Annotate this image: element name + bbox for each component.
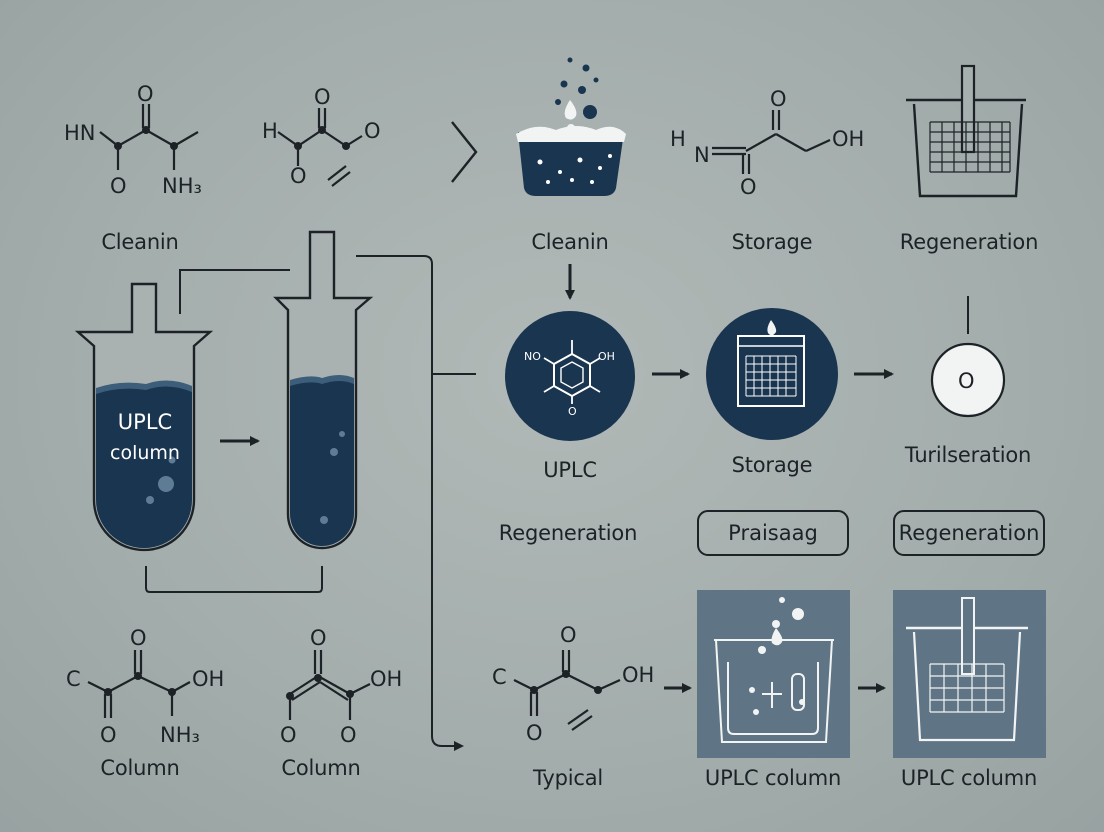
tube-label-line2: column <box>110 442 180 464</box>
m3-n: N <box>694 143 710 167</box>
m3-o-top: O <box>770 87 787 111</box>
m4-o-top: O <box>130 626 147 650</box>
m1-n: HN <box>64 121 96 145</box>
m5-o-top: O <box>310 626 327 650</box>
label-regeneration-top: Regeneration <box>899 230 1039 254</box>
molecule-5 <box>288 650 371 720</box>
label-storage-top: Storage <box>731 230 813 254</box>
molecule-1-atoms <box>114 126 178 150</box>
molecule-2-atoms <box>294 126 350 150</box>
m5-o-left: O <box>280 723 297 747</box>
m5-oh: OH <box>370 667 402 691</box>
molecule-4-atoms <box>104 672 176 696</box>
m3-h: H <box>670 127 686 151</box>
uplc-column-tube <box>74 282 214 552</box>
connector-lines <box>145 255 969 751</box>
chevron-right-icon <box>451 121 478 183</box>
uplc-column-panel-1 <box>697 590 850 758</box>
storage-grid-circle <box>706 308 838 440</box>
disc-o: O <box>958 369 975 393</box>
m2-o-top: O <box>314 85 331 109</box>
m6-o-bottom: O <box>526 721 543 745</box>
uplc-molecule-circle <box>505 311 635 441</box>
molecule-3 <box>712 110 831 174</box>
bubbling-beaker-icon <box>516 57 626 196</box>
m6-oh: OH <box>622 663 654 687</box>
pill-praisaag: Praisaag <box>697 510 849 556</box>
tube-label-line1: UPLC <box>117 410 173 434</box>
column-tube <box>273 230 374 550</box>
pill-regeneration: Regeneration <box>893 510 1045 556</box>
ring-o: O <box>568 405 577 418</box>
label-turilseration: Turilseration <box>904 443 1032 467</box>
molecule-5-atoms <box>286 674 354 700</box>
uplc-column-panel-2 <box>893 590 1046 758</box>
label-regeneration-mid: Regeneration <box>498 521 638 545</box>
label-column-right: Column <box>281 756 361 780</box>
m5-o-bottom: O <box>340 723 357 747</box>
molecule-6 <box>513 650 621 731</box>
m4-c: C <box>66 667 81 691</box>
label-uplc-column-1: UPLC column <box>704 766 842 790</box>
label-storage-mid: Storage <box>731 453 813 477</box>
label-cleanin-right: Cleanin <box>531 230 609 254</box>
label-uplc-column-2: UPLC column <box>900 766 1038 790</box>
label-cleanin-left: Cleanin <box>101 230 179 254</box>
ring-no: NO <box>524 350 541 363</box>
m6-c: C <box>492 665 507 689</box>
m3-oh: OH <box>832 127 864 151</box>
m3-o-bottom: O <box>740 175 757 199</box>
m1-o-bottom: O <box>110 174 127 198</box>
label-column-left: Column <box>100 756 180 780</box>
ring-oh: OH <box>598 350 615 363</box>
m6-o-top: O <box>560 623 577 647</box>
molecule-4 <box>87 650 191 718</box>
molecule-1 <box>99 104 199 170</box>
m4-oh: OH <box>192 667 224 691</box>
molecule-6-atoms <box>530 670 602 694</box>
label-uplc: UPLC <box>543 458 597 482</box>
m1-nh3: NH₃ <box>162 174 202 198</box>
molecule-2 <box>277 108 363 187</box>
m1-o-top: O <box>137 82 154 106</box>
disc-icon <box>930 342 1006 418</box>
grid-basket-icon <box>906 64 1026 198</box>
m2-o-bottom: O <box>290 164 307 188</box>
m4-nh3: NH₃ <box>160 723 200 747</box>
m2-h: H <box>262 119 278 143</box>
label-typical: Typical <box>533 766 603 790</box>
m2-o-right: O <box>364 119 381 143</box>
m4-o-bottom: O <box>100 723 117 747</box>
